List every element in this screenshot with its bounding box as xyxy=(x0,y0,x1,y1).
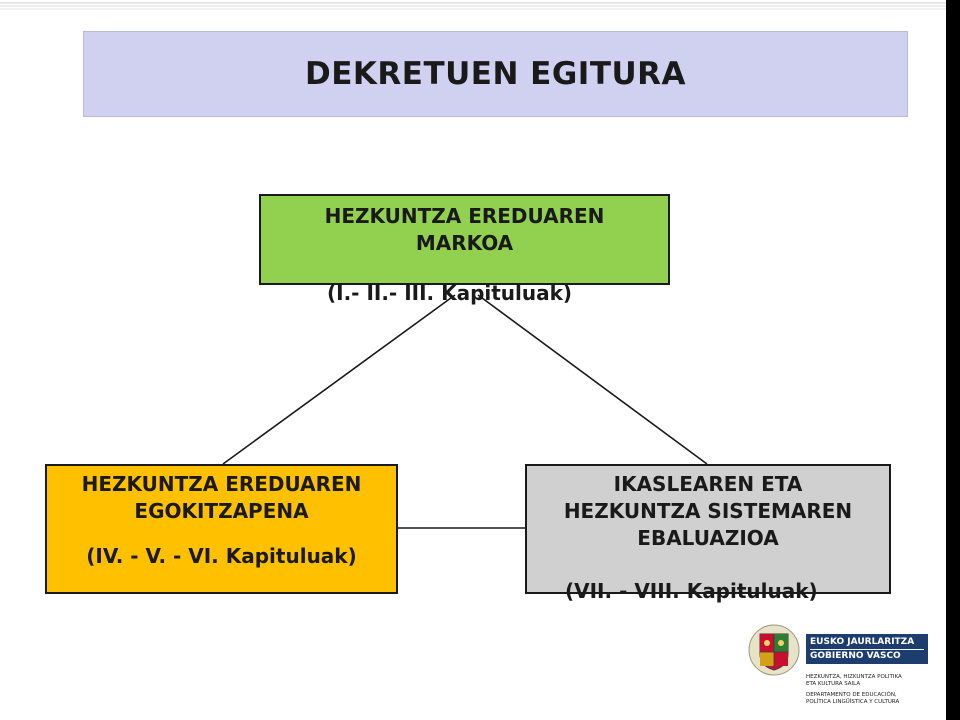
coat-of-arms-icon xyxy=(748,624,800,676)
node-egokitzapena: HEZKUNTZA EREDUAREN EGOKITZAPENA (IV. - … xyxy=(45,464,398,594)
logo-dept-es-line-2: POLÍTICA LINGÜÍSTICA Y CULTURA xyxy=(806,699,900,705)
logo-name-band: EUSKO JAURLARITZA GOBIERNO VASCO xyxy=(806,634,928,664)
node-ebaluazioa-line-1: IKASLEAREN ETA xyxy=(613,472,803,496)
node-ebaluazioa-line-3: EBALUAZIOA xyxy=(637,526,779,550)
title-banner: DEKRETUEN EGITURA xyxy=(83,31,908,117)
node-markoa: HEZKUNTZA EREDUAREN MARKOA xyxy=(259,194,670,285)
logo-line-2: GOBIERNO VASCO xyxy=(810,651,901,661)
node-egokitzapena-line-2: EGOKITZAPENA xyxy=(134,499,309,523)
node-egokitzapena-caption: (IV. - V. - VI. Kapituluak) xyxy=(86,544,357,568)
logo-line-1: EUSKO JAURLARITZA xyxy=(810,637,915,647)
node-ebaluazioa-line-2: HEZKUNTZA SISTEMAREN xyxy=(563,499,853,523)
node-ebaluazioa: IKASLEAREN ETA HEZKUNTZA SISTEMAREN EBAL… xyxy=(525,464,891,594)
page-title: DEKRETUEN EGITURA xyxy=(304,56,687,92)
logo-dept-eu: HEZKUNTZA, HIZKUNTZA POLITIKA ETA KULTUR… xyxy=(806,674,930,688)
node-egokitzapena-line-1: HEZKUNTZA EREDUAREN xyxy=(81,472,362,496)
logo-dept-es-line-1: DEPARTAMENTO DE EDUCACIÓN, xyxy=(806,692,897,698)
gobierno-vasco-logo: EUSKO JAURLARITZA GOBIERNO VASCO HEZKUNT… xyxy=(748,624,932,716)
right-edge-bar xyxy=(946,0,960,720)
connector-top-left xyxy=(222,294,456,465)
logo-dept-eu-line-2: ETA KULTURA SAILA xyxy=(806,681,861,687)
node-markoa-caption: (I.- II.- III. Kapituluak) xyxy=(327,281,573,305)
node-markoa-line-1: HEZKUNTZA EREDUAREN xyxy=(324,204,605,228)
node-markoa-line-2: MARKOA xyxy=(415,231,514,255)
logo-dept-eu-line-1: HEZKUNTZA, HIZKUNTZA POLITIKA xyxy=(806,674,902,680)
logo-dept-es: DEPARTAMENTO DE EDUCACIÓN, POLÍTICA LING… xyxy=(806,692,930,706)
header-rules xyxy=(0,2,946,10)
node-ebaluazioa-caption: (VII. - VIII. Kapituluak) xyxy=(565,579,818,603)
connector-top-right xyxy=(477,294,708,465)
